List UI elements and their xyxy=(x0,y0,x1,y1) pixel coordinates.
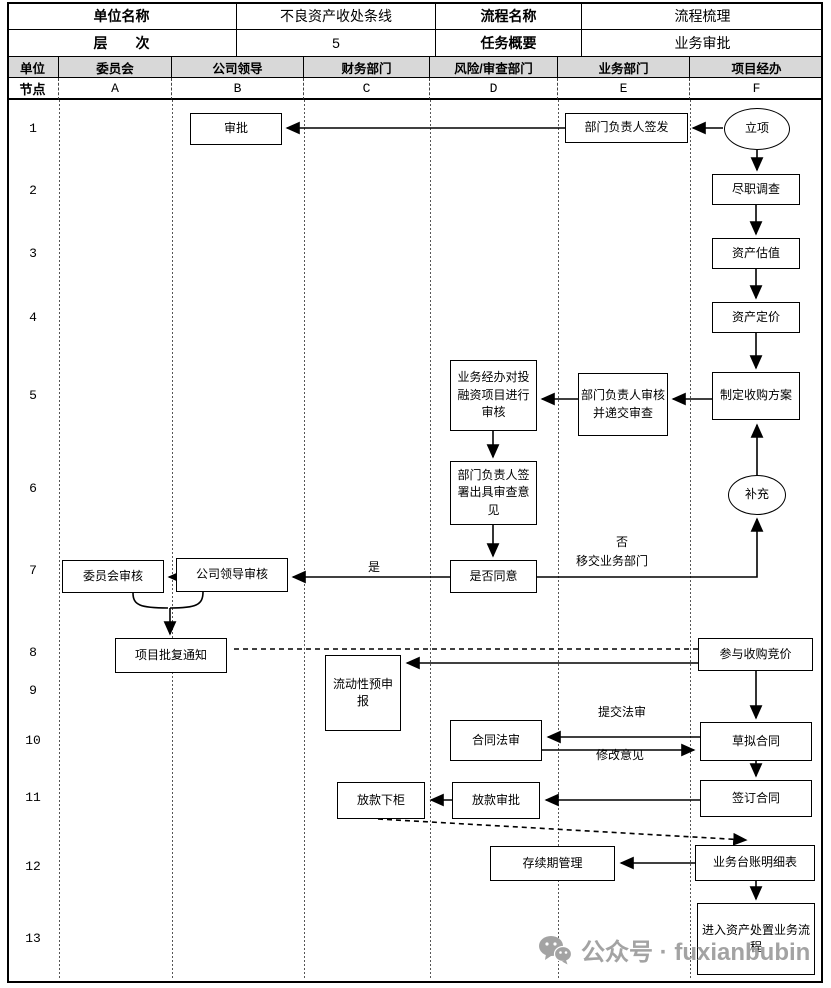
watermark: 公众号 · fuxianbubin xyxy=(538,932,810,967)
node-corner-label: 节点 xyxy=(7,78,59,100)
row-number: 2 xyxy=(29,182,37,198)
flow-node-dept-sign-opinion: 部门负责人签署出具审查意见 xyxy=(450,461,537,525)
flow-node-project-initiation: 立项 xyxy=(724,108,790,150)
row-number: 13 xyxy=(25,930,41,946)
flow-node-sign-contract: 签订合同 xyxy=(700,780,812,817)
edge-label-transfer: 移交业务部门 xyxy=(576,554,649,568)
lane-header-row: 单位 委员会 公司领导 财务部门 风险/审查部门 业务部门 项目经办 xyxy=(7,57,823,78)
lane-project-handler: 项目经办 xyxy=(690,57,823,78)
edge-label-yes: 是 xyxy=(368,560,381,574)
node-letter-b: B xyxy=(172,78,304,100)
row-number: 7 xyxy=(29,562,37,578)
flow-node-loan-disburse: 放款下柜 xyxy=(337,782,425,819)
node-letter-c: C xyxy=(304,78,430,100)
watermark-text: 公众号 · fuxianbubin xyxy=(581,939,811,966)
flow-node-bid: 参与收购竞价 xyxy=(698,638,813,671)
level-label: 层 次 xyxy=(7,30,237,57)
row-number: 1 xyxy=(29,120,37,136)
node-letter-row: 节点 A B C D E F xyxy=(7,78,823,100)
node-letter-a: A xyxy=(59,78,172,100)
flow-node-asset-pricing: 资产定价 xyxy=(712,302,800,333)
edge-label-no: 否 xyxy=(616,535,629,549)
lane-finance: 财务部门 xyxy=(304,57,430,78)
flow-node-dept-sign: 部门负责人签发 xyxy=(565,113,688,143)
unit-name-label: 单位名称 xyxy=(7,2,237,30)
flow-node-committee-review: 委员会审核 xyxy=(62,560,164,593)
process-name-value: 流程梳理 xyxy=(582,2,823,30)
flow-node-dept-review-submit: 部门负责人审核并递交审查 xyxy=(578,373,668,436)
flow-node-loan-approve: 放款审批 xyxy=(452,782,540,819)
process-name-label: 流程名称 xyxy=(436,2,582,30)
row-number: 8 xyxy=(29,644,37,660)
level-value: 5 xyxy=(237,30,436,57)
row-number: 9 xyxy=(29,682,37,698)
table-outer-border xyxy=(7,2,823,983)
flow-node-biz-review: 业务经办对投融资项目进行审核 xyxy=(450,360,537,431)
wechat-icon xyxy=(539,935,572,964)
node-letter-e: E xyxy=(558,78,690,100)
row-number: 11 xyxy=(25,789,41,805)
edge-label-revise: 修改意见 xyxy=(596,748,645,762)
task-label: 任务概要 xyxy=(436,30,582,57)
flow-node-asset-disposal: 进入资产处置业务流程 xyxy=(697,903,815,975)
flow-node-ledger: 业务台账明细表 xyxy=(695,845,815,881)
lane-leadership: 公司领导 xyxy=(172,57,304,78)
flow-node-supplement: 补充 xyxy=(728,475,786,515)
edge-label-submit-legal: 提交法审 xyxy=(598,705,647,719)
row-number: 10 xyxy=(25,732,41,748)
row-number: 4 xyxy=(29,309,37,325)
flow-node-leader-review: 公司领导审核 xyxy=(176,558,288,592)
lane-corner-label: 单位 xyxy=(7,57,59,78)
flow-node-approval-notice: 项目批复通知 xyxy=(115,638,227,673)
flow-node-approve: 审批 xyxy=(190,113,282,145)
flow-node-due-diligence: 尽职调查 xyxy=(712,174,800,205)
node-letter-d: D xyxy=(430,78,558,100)
lane-risk-review: 风险/审查部门 xyxy=(430,57,558,78)
task-value: 业务审批 xyxy=(582,30,823,57)
row-number: 12 xyxy=(25,858,41,874)
flow-node-draft-contract: 草拟合同 xyxy=(700,722,812,761)
flow-node-acquisition-plan: 制定收购方案 xyxy=(712,372,800,420)
flow-node-liquidity-declare: 流动性预申报 xyxy=(325,655,401,731)
node-letter-f: F xyxy=(690,78,823,100)
unit-name-value: 不良资产收处条线 xyxy=(237,2,436,30)
lane-committee: 委员会 xyxy=(59,57,172,78)
header-table: 单位名称 不良资产收处条线 流程名称 流程梳理 层 次 5 任务概要 业务审批 xyxy=(7,2,823,57)
flow-node-agree-decision: 是否同意 xyxy=(450,560,537,593)
flow-node-duration-mgmt: 存续期管理 xyxy=(490,846,615,881)
row-number: 5 xyxy=(29,387,37,403)
flow-node-contract-legal: 合同法审 xyxy=(450,720,542,761)
row-number: 6 xyxy=(29,480,37,496)
row-number: 3 xyxy=(29,245,37,261)
flow-node-asset-valuation: 资产估值 xyxy=(712,238,800,269)
lane-business: 业务部门 xyxy=(558,57,690,78)
